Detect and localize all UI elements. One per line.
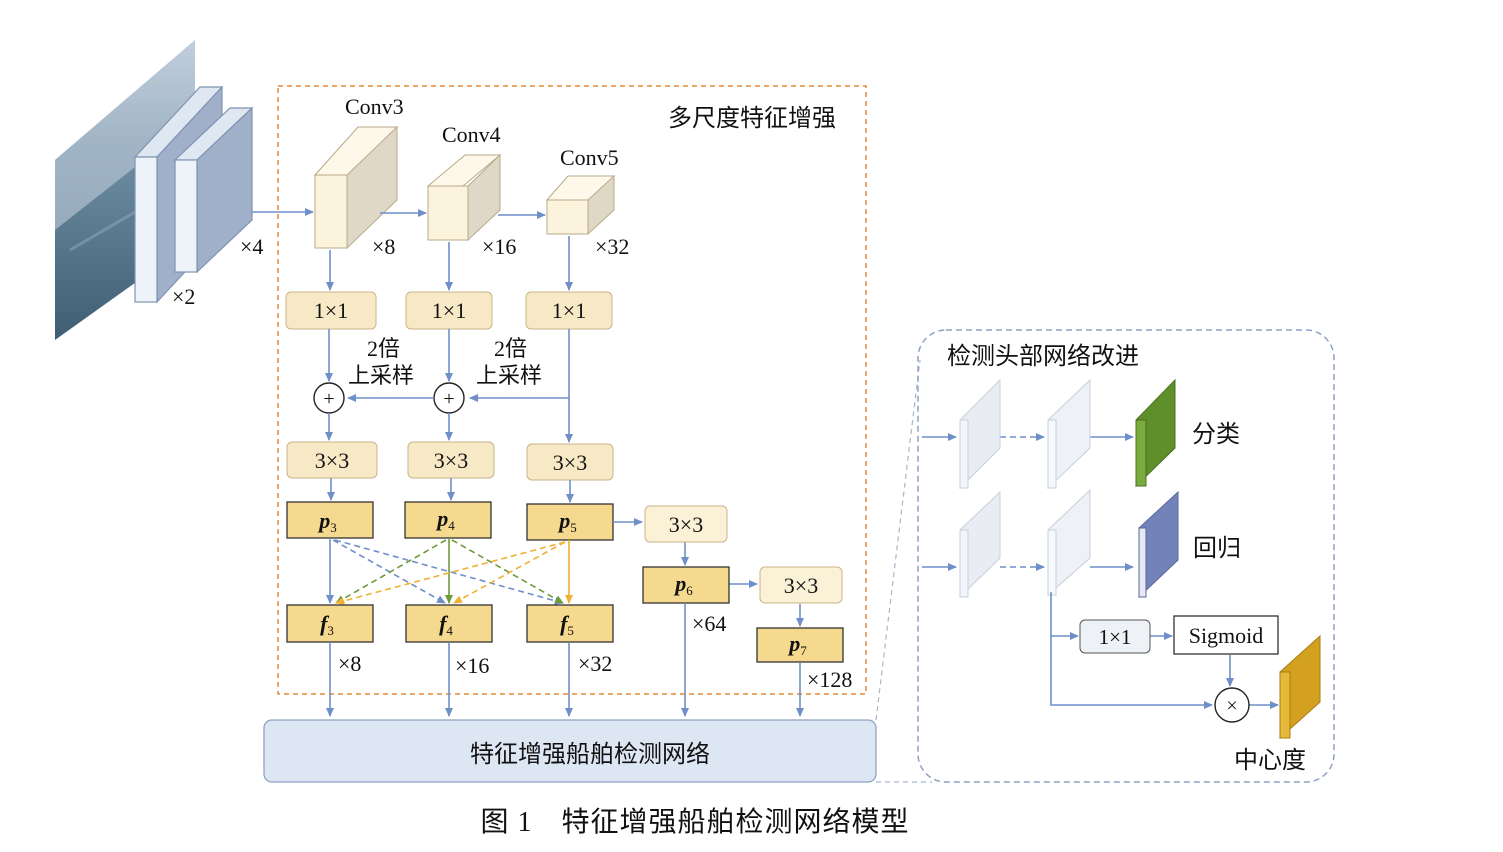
centerness-output-slab — [1279, 634, 1321, 740]
conv4-cube — [426, 153, 502, 242]
p7-node: p7 — [756, 627, 844, 663]
conv3x3-box-4: 3×3 — [407, 441, 495, 479]
head-feature-slab-2 — [1047, 378, 1091, 490]
conv1x1-box-5: 1×1 — [525, 291, 613, 330]
conv3-label: Conv3 — [345, 94, 404, 119]
head-feature-slab-1 — [959, 378, 1001, 490]
svg-text:Sigmoid: Sigmoid — [1189, 623, 1264, 648]
svg-text:f5: f5 — [560, 611, 574, 638]
svg-text:3×3: 3×3 — [784, 573, 818, 598]
pyramid-extension-arrows — [613, 518, 804, 627]
detection-network-box: 特征增强船舶检测网络 — [263, 719, 877, 783]
svg-text:+: + — [443, 388, 454, 410]
conv5-cube — [545, 174, 616, 236]
fusion-arrows — [325, 329, 573, 443]
head-region-border — [917, 329, 1335, 783]
upsample-label-2-line2: 上采样 — [476, 363, 542, 388]
p5-node: p5 — [526, 503, 614, 541]
head-title: 检测头部网络改进 — [947, 343, 1139, 370]
f5-scale: ×32 — [578, 651, 612, 676]
regress-label: 回归 — [1193, 535, 1241, 562]
svg-text:1×1: 1×1 — [1099, 625, 1132, 649]
svg-text:p4: p4 — [435, 506, 455, 533]
svg-text:特征增强船舶检测网络: 特征增强船舶检测网络 — [470, 741, 710, 768]
svg-text:p3: p3 — [317, 508, 337, 535]
enhance-region-title: 多尺度特征增强 — [668, 105, 836, 132]
conv1x1-box-3: 1×1 — [285, 291, 377, 330]
conv3x3-box-p6: 3×3 — [644, 505, 728, 543]
conv3x3-box-p7: 3×3 — [759, 566, 843, 604]
enhance-region-border — [277, 85, 867, 695]
classify-label: 分类 — [1192, 421, 1240, 448]
head-feature-slab-4 — [1047, 488, 1091, 597]
svg-text:f4: f4 — [439, 611, 453, 638]
backbone-scale-x4: ×4 — [240, 234, 263, 259]
p6-scale: ×64 — [692, 611, 726, 636]
svg-text:3×3: 3×3 — [434, 448, 468, 473]
cross-scale-dashed-arrows — [332, 539, 566, 605]
upsample-label-2-line1: 2倍 — [494, 336, 527, 361]
svg-text:3×3: 3×3 — [669, 512, 703, 537]
conv5-scale: ×32 — [595, 234, 629, 259]
backbone-scale-x2: ×2 — [172, 284, 195, 309]
conv-chain-arrows — [252, 208, 573, 291]
classify-output-slab — [1135, 378, 1176, 488]
figure-caption: 图 1 特征增强船舶检测网络模型 — [480, 807, 910, 838]
sigmoid-box: Sigmoid — [1173, 615, 1279, 655]
conv1x1-box-4: 1×1 — [405, 291, 493, 330]
svg-text:p6: p6 — [673, 571, 693, 598]
svg-text:+: + — [323, 388, 334, 410]
svg-text:1×1: 1×1 — [314, 298, 348, 323]
svg-text:p5: p5 — [557, 508, 577, 535]
conv4-scale: ×16 — [482, 234, 516, 259]
f3-scale: ×8 — [338, 651, 361, 676]
multiply-node: × — [1214, 687, 1250, 723]
svg-text:3×3: 3×3 — [553, 450, 587, 475]
svg-text:3×3: 3×3 — [315, 448, 349, 473]
f4-scale: ×16 — [455, 653, 489, 678]
head-feature-slab-3 — [959, 490, 1001, 599]
svg-text:×: × — [1226, 695, 1237, 717]
add-node-2: + — [433, 382, 465, 414]
f5-node: f5 — [526, 604, 614, 643]
conv3x3-box-3: 3×3 — [286, 441, 378, 479]
add-node-1: + — [313, 382, 345, 414]
centerness-branch-arrows — [1050, 592, 1279, 709]
regress-output-slab — [1138, 490, 1179, 599]
upsample-label-1-line2: 上采样 — [348, 363, 414, 388]
p6-node: p6 — [642, 566, 730, 604]
to-network-arrows — [326, 603, 804, 717]
to-p-arrows — [327, 478, 574, 503]
p4-node: p4 — [404, 501, 492, 539]
conv3-cube — [313, 125, 399, 250]
conv4-label: Conv4 — [442, 122, 501, 147]
zoom-connector — [875, 359, 932, 783]
svg-text:1×1: 1×1 — [432, 298, 466, 323]
svg-text:1×1: 1×1 — [552, 298, 586, 323]
f4-node: f4 — [405, 604, 493, 643]
backbone-slab-2 — [173, 106, 254, 274]
p-to-f-arrows — [326, 538, 573, 604]
svg-text:p7: p7 — [787, 631, 807, 658]
svg-text:f3: f3 — [320, 611, 334, 638]
conv5-label: Conv5 — [560, 145, 619, 170]
conv3-scale: ×8 — [372, 234, 395, 259]
p3-node: p3 — [286, 501, 374, 539]
head-conv1x1-box: 1×1 — [1079, 619, 1151, 654]
p7-scale: ×128 — [807, 667, 852, 692]
centerness-label: 中心度 — [1234, 747, 1306, 774]
conv3x3-box-5: 3×3 — [526, 443, 614, 481]
f3-node: f3 — [286, 604, 374, 643]
upsample-label-1-line1: 2倍 — [367, 336, 400, 361]
